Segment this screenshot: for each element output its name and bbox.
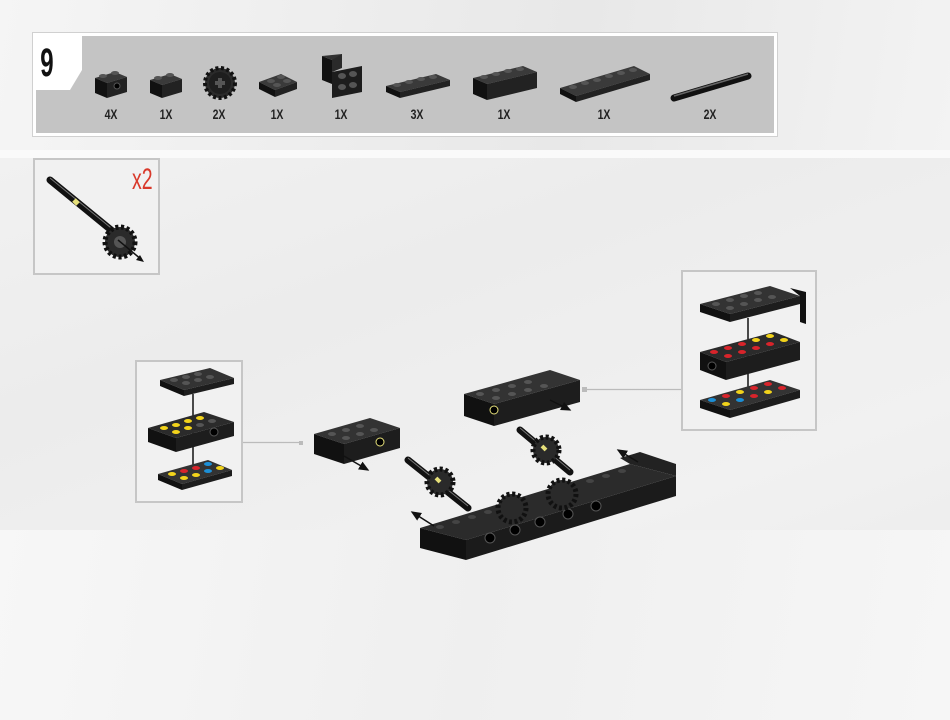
- gear-12-tooth-icon: [203, 66, 237, 100]
- part-qty: 2X: [204, 106, 234, 122]
- plate-top: [160, 368, 234, 396]
- axle-icon: [50, 180, 116, 234]
- part-qty: 2X: [695, 106, 725, 122]
- brick-1x2-technic-hole-icon: [93, 68, 129, 100]
- left-stack-diagram: [140, 368, 240, 498]
- arrow-icon: [412, 512, 434, 526]
- step-number: 9: [36, 36, 64, 90]
- left-brick: [314, 418, 400, 464]
- brick-1x4-icon: [471, 64, 539, 102]
- brick-middle: [700, 332, 800, 380]
- plate-1x4-icon: [384, 72, 452, 100]
- plate-bottom: [158, 460, 232, 490]
- main-assembly-diagram: [300, 360, 690, 570]
- part-qty: 1X: [589, 106, 619, 122]
- plate-2x2-icon: [257, 68, 299, 100]
- part-qty: 4X: [96, 106, 126, 122]
- part-qty: 1X: [151, 106, 181, 122]
- right-stack-diagram: [690, 278, 812, 426]
- callout-leader-left: [243, 441, 305, 445]
- axle-gear-subassembly-diagram: [36, 162, 156, 272]
- part-qty: 1X: [262, 106, 292, 122]
- gear-icon: [498, 494, 526, 522]
- brick-middle: [148, 412, 234, 452]
- background-divider: [0, 150, 950, 158]
- brick-1x2-icon: [148, 70, 184, 100]
- part-qty: 1X: [489, 106, 519, 122]
- plate-bottom: [700, 380, 800, 418]
- part-qty: 3X: [402, 106, 432, 122]
- technic-axle-icon: [670, 72, 752, 102]
- part-qty: 1X: [326, 106, 356, 122]
- plate-1x6-icon: [558, 62, 652, 102]
- bracket-2x2-icon: [320, 54, 364, 100]
- right-brick: [464, 370, 580, 426]
- gear-icon: [548, 480, 576, 508]
- plate-top: [700, 286, 806, 324]
- base-beam: [420, 452, 676, 560]
